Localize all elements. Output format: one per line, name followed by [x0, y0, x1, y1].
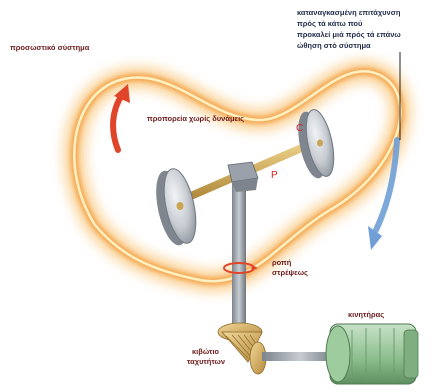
point-p-label: P — [271, 170, 278, 181]
motor — [326, 324, 418, 384]
motion-arrow — [113, 84, 130, 150]
force-label-line-4: ώθηση στό σύστημα — [297, 41, 371, 50]
force-label-line-2: πρός τά κάτω πού — [297, 19, 362, 28]
gearbox — [218, 323, 266, 374]
motion-label: πρoπορεία χωρίς δυνάμεις — [147, 114, 244, 123]
left-flywheel — [150, 166, 201, 248]
point-c-label: C — [296, 123, 303, 134]
system-label: πρoσωστικό σύστημα — [10, 43, 89, 52]
gearbox-label-line-2: ταχυτήτων — [187, 357, 225, 366]
right-flywheel — [293, 107, 339, 181]
force-label-line-1: καταναγκασμένη επιτάχυνση — [297, 8, 400, 17]
gearbox-label-line-1: κιβώτιο — [192, 347, 219, 356]
motor-label: κινητήρας — [348, 310, 384, 319]
torque-label-line-2: στρέψεως — [272, 268, 308, 277]
force-label-line-3: προκαλεί μιά πρός τά επάνω — [297, 30, 401, 39]
torque-label-line-1: ροπή — [272, 258, 291, 267]
